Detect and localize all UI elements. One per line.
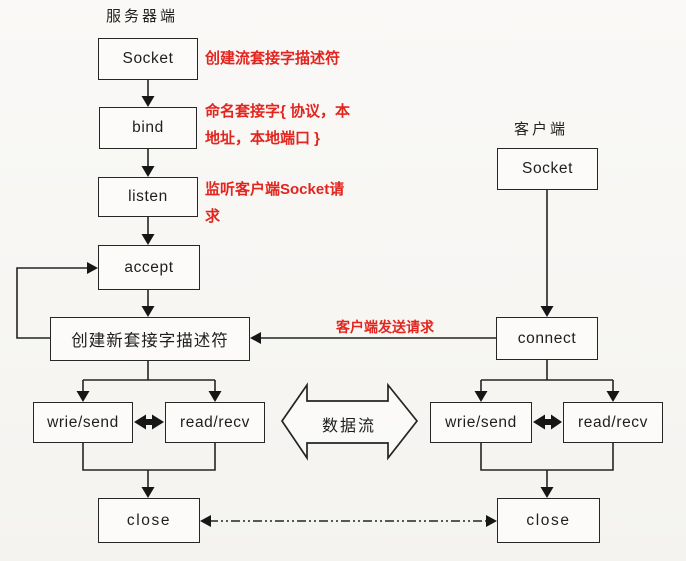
- client-merge-connector: [480, 443, 614, 487]
- client-connect-box: connect: [496, 317, 598, 360]
- arrowhead-into-server-write: [76, 391, 90, 402]
- server-column-title: 服务器端: [106, 7, 179, 25]
- arrowhead-into-client-close: [540, 487, 554, 498]
- server-merge-connector: [82, 443, 216, 487]
- server-split-connector: [82, 361, 216, 391]
- data-flow-double-arrow-shape: [280, 382, 419, 461]
- listen-annotation: 监听客户端Socket请 求: [205, 176, 344, 230]
- arrowhead-loop-into-accept: [87, 262, 98, 274]
- arrowhead-dash-into-client-close: [486, 515, 497, 527]
- server-accept-loop-line: [16, 267, 88, 339]
- server-listen-box: listen: [98, 177, 198, 217]
- bind-annotation-line2: 地址，本地端口 }: [205, 130, 321, 147]
- server-read-recv-box: read/recv: [165, 402, 265, 443]
- arrowhead-into-client-read: [606, 391, 620, 402]
- client-write-read-double-arrow: [533, 414, 562, 430]
- arrowhead-into-server-read: [208, 391, 222, 402]
- server-bind-box: bind: [99, 107, 197, 149]
- server-socket-box: Socket: [98, 38, 198, 80]
- arrowhead-into-listen: [141, 166, 155, 177]
- arrowhead-into-create-from-connect: [250, 332, 261, 344]
- client-column-title: 客户端: [514, 120, 569, 138]
- data-flow-label: 数据流: [321, 416, 376, 435]
- bind-annotation: 命名套接字{ 协议，本 地址，本地端口 }: [205, 98, 350, 152]
- client-socket-box: Socket: [497, 148, 598, 190]
- arrowhead-into-client-write: [474, 391, 488, 402]
- server-write-send-box: wrie/send: [33, 402, 133, 443]
- server-write-read-double-arrow: [134, 414, 164, 430]
- client-split-connector: [480, 360, 614, 391]
- server-create-new-socket-box: 创建新套接字描述符: [50, 317, 250, 361]
- arrowhead-into-server-close: [141, 487, 155, 498]
- bind-annotation-line1: 命名套接字{ 协议，本: [205, 103, 351, 120]
- client-read-recv-box: read/recv: [563, 402, 663, 443]
- client-close-box: close: [497, 498, 600, 543]
- arrowhead-dash-into-server-close: [200, 515, 211, 527]
- arrowhead-into-bind: [141, 96, 155, 107]
- socket-annotation: 创建流套接字描述符: [205, 50, 341, 67]
- listen-annotation-line2: 求: [205, 208, 221, 225]
- client-request-annotation: 客户端发送请求: [336, 319, 434, 335]
- server-accept-box: accept: [98, 245, 200, 290]
- arrowhead-into-connect: [540, 306, 554, 317]
- listen-annotation-line1: 监听客户端Socket请: [205, 181, 345, 198]
- server-close-box: close: [98, 498, 200, 543]
- arrowhead-into-create-new: [141, 306, 155, 317]
- arrowhead-into-accept: [141, 234, 155, 245]
- client-write-send-box: wrie/send: [430, 402, 532, 443]
